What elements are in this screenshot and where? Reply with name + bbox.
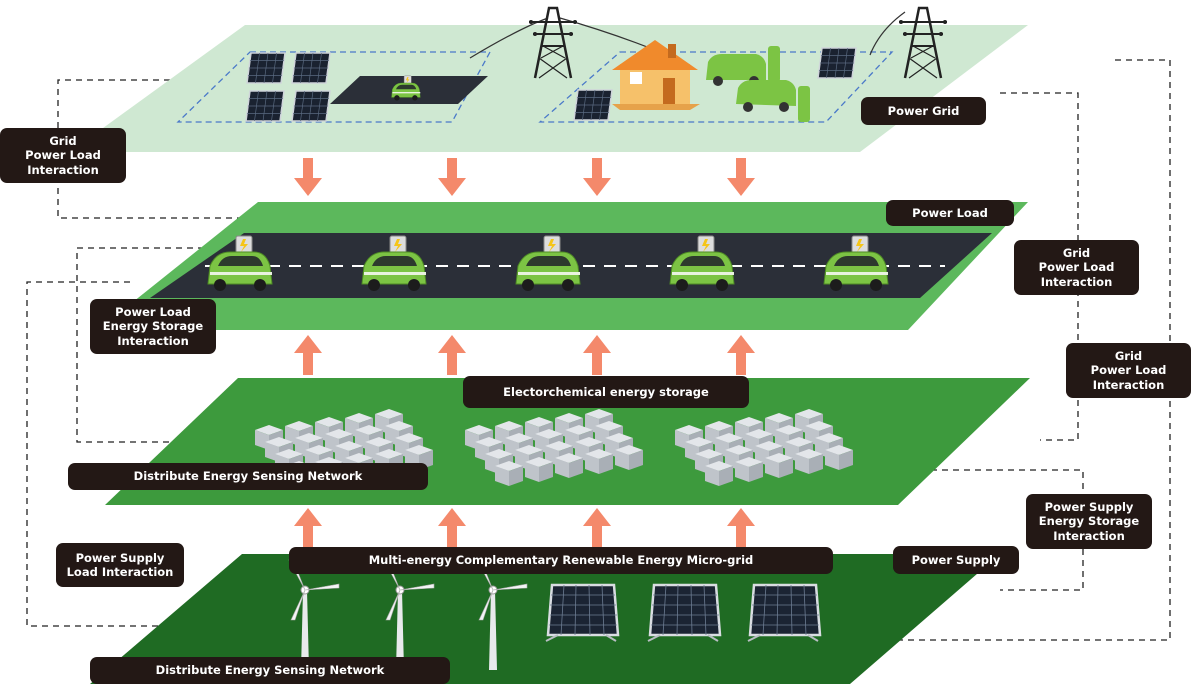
house-icon bbox=[612, 40, 700, 110]
arrow-up-icon bbox=[727, 335, 755, 375]
arrow-down-icon bbox=[727, 158, 755, 196]
ev-van-icon bbox=[706, 54, 796, 112]
power-load-label: Power Load bbox=[886, 200, 1014, 226]
solar-panel-icon bbox=[573, 89, 613, 121]
solar-panel-icon bbox=[544, 583, 620, 643]
solar-panel-icon bbox=[291, 52, 331, 84]
solar-panel-icon bbox=[646, 583, 722, 643]
arrow-up-icon bbox=[438, 508, 466, 548]
solar-panel-icon bbox=[246, 52, 286, 84]
arrow-up-icon bbox=[583, 508, 611, 548]
solar-panel-icon bbox=[817, 47, 857, 79]
sensing-network-label-mid: Distribute Energy Sensing Network bbox=[68, 463, 428, 490]
arrow-up-icon bbox=[294, 508, 322, 548]
arrow-down-icon bbox=[583, 158, 611, 196]
arrow-up-icon bbox=[438, 335, 466, 375]
power-grid-label: Power Grid bbox=[861, 97, 986, 125]
solar-panel-icon bbox=[291, 90, 331, 122]
power-supply-label: Power Supply bbox=[893, 546, 1019, 574]
arrow-up-icon bbox=[294, 335, 322, 375]
electrochemical-storage-label: Electorchemical energy storage bbox=[463, 376, 749, 408]
solar-panel-icon bbox=[245, 90, 285, 122]
arrow-down-icon bbox=[294, 158, 322, 196]
arrow-up-icon bbox=[583, 335, 611, 375]
microgrid-label: Multi-energy Complementary Renewable Ene… bbox=[289, 547, 833, 574]
arrow-down-icon bbox=[438, 158, 466, 196]
sensing-network-label-bottom: Distribute Energy Sensing Network bbox=[90, 657, 450, 684]
charging-station-icon bbox=[768, 46, 810, 122]
arrow-up-icon bbox=[727, 508, 755, 548]
solar-panel-icon bbox=[746, 583, 822, 643]
power-grid-layer bbox=[70, 25, 1028, 152]
